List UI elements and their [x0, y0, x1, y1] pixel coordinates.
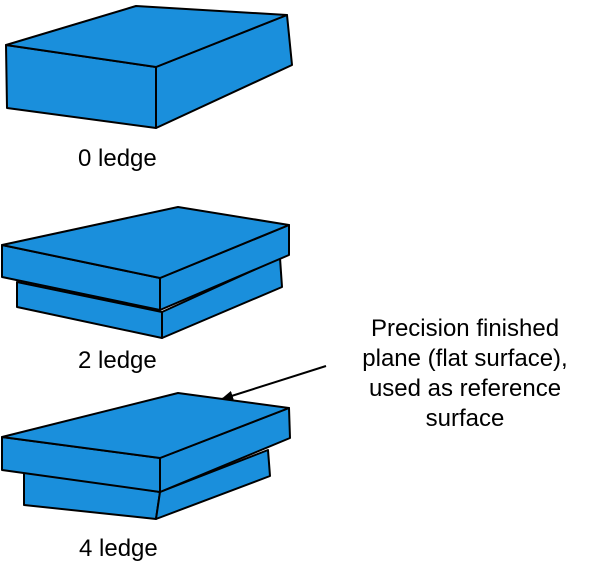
block-2-ledge	[1, 206, 290, 339]
block-4-ledge	[1, 392, 291, 520]
block-2-upper-top-face	[1, 206, 290, 279]
annotation-line: Precision finished	[370, 315, 560, 342]
block-0-ledge	[5, 5, 293, 129]
annotation-line: surface	[425, 405, 505, 432]
annotation-text: Precision finished plane (flat surface),…	[338, 314, 592, 434]
annotation-line: used as reference	[368, 375, 562, 402]
annotation-arrow	[221, 365, 327, 401]
block-4-lower-side-face	[155, 449, 271, 520]
label-2-ledge: 2 ledge	[78, 347, 157, 374]
block-4-upper-top-face	[1, 392, 290, 459]
label-4-ledge: 4 ledge	[79, 535, 158, 562]
annotation-line: plane (flat surface),	[362, 345, 568, 372]
label-0-ledge: 0 ledge	[78, 145, 157, 172]
block-0-top-face	[5, 5, 288, 68]
